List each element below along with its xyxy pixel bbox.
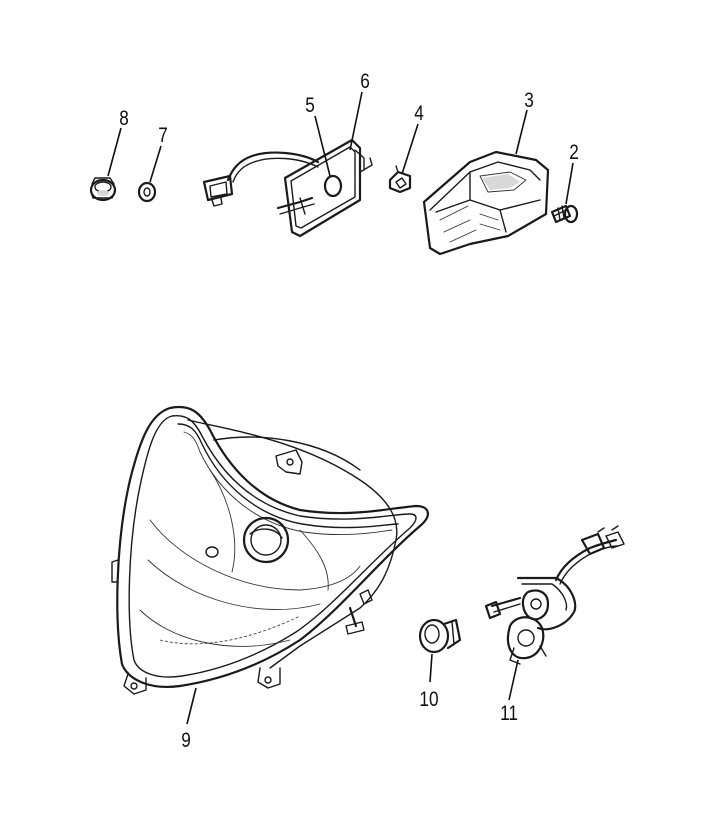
callout-5: 5 <box>305 95 315 118</box>
part-8-nut <box>89 177 117 202</box>
callout-9: 9 <box>181 730 191 753</box>
part-2-screw <box>550 204 579 224</box>
callout-numbers: 8 7 5 6 4 3 2 9 10 11 <box>119 71 579 753</box>
callout-4: 4 <box>414 103 424 126</box>
leader-lines <box>107 91 574 725</box>
part-10-bulb <box>418 618 462 654</box>
part-11-headlight-bulb <box>484 525 625 665</box>
callout-10: 10 <box>419 689 438 712</box>
part-9-headlight <box>111 405 429 695</box>
part-5-bulb <box>323 174 343 198</box>
part-4-grommet-nut <box>388 165 412 194</box>
wire-harness <box>202 151 320 207</box>
part-7-washer <box>137 181 157 203</box>
callout-2: 2 <box>569 142 579 165</box>
callout-3: 3 <box>524 90 534 113</box>
callout-6: 6 <box>360 71 370 94</box>
callout-11: 11 <box>500 703 518 726</box>
part-3-lamp-lens <box>422 150 550 256</box>
callout-8: 8 <box>119 108 129 131</box>
callout-7: 7 <box>158 125 168 148</box>
